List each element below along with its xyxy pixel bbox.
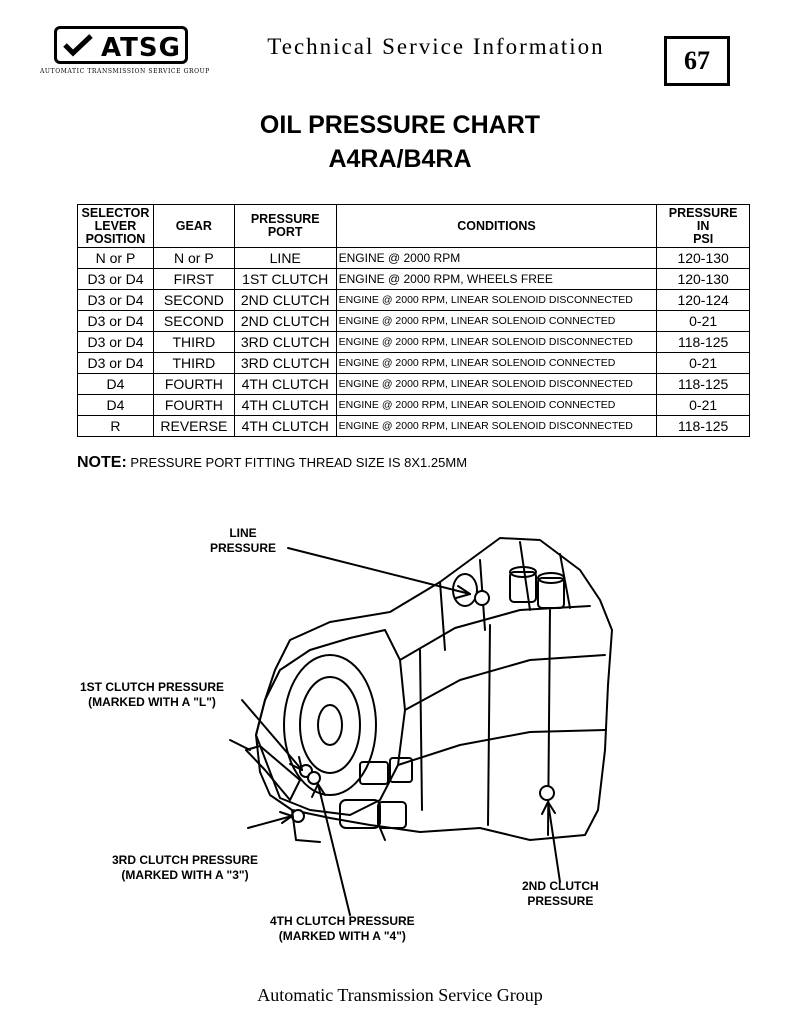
table-header-row: SELECTOR LEVER POSITION GEAR PRESSURE PO…: [77, 204, 750, 248]
cell-conditions: ENGINE @ 2000 RPM, LINEAR SOLENOID CONNE…: [335, 394, 658, 416]
cell-port: 3RD CLUTCH: [233, 331, 337, 353]
cell-psi: 120-130: [656, 247, 750, 269]
cell-psi: 118-125: [656, 373, 750, 395]
callout-line-pressure: LINE PRESSURE: [210, 526, 277, 555]
cell-psi: 118-125: [656, 331, 750, 353]
cell-selector: D3 or D4: [77, 289, 154, 311]
callout-2nd-clutch: 2ND CLUTCH PRESSURE: [522, 879, 599, 908]
logo-tagline: AUTOMATIC TRANSMISSION SERVICE GROUP: [40, 68, 210, 75]
cell-selector: D3 or D4: [77, 331, 154, 353]
cell-port: 4TH CLUTCH: [233, 394, 337, 416]
cell-port: 2ND CLUTCH: [233, 310, 337, 332]
cell-gear: FOURTH: [152, 373, 235, 395]
note-text: PRESSURE PORT FITTING THREAD SIZE IS 8X1…: [126, 455, 468, 470]
note: NOTE: PRESSURE PORT FITTING THREAD SIZE …: [77, 454, 467, 472]
title-line-2: A4RA/B4RA: [328, 145, 472, 173]
cell-gear: THIRD: [152, 352, 235, 374]
cell-port: 3RD CLUTCH: [233, 352, 337, 374]
cell-gear: N or P: [152, 247, 235, 269]
cell-port: 4TH CLUTCH: [233, 373, 337, 395]
cell-gear: SECOND: [152, 310, 235, 332]
table-row: R REVERSE 4TH CLUTCH ENGINE @ 2000 RPM, …: [77, 415, 750, 437]
callout-1st-clutch: 1ST CLUTCH PRESSURE (MARKED WITH A "L"): [80, 680, 225, 709]
cell-conditions: ENGINE @ 2000 RPM, LINEAR SOLENOID CONNE…: [335, 310, 658, 332]
checkmark-icon: [63, 34, 93, 57]
cell-psi: 0-21: [656, 310, 750, 332]
cell-gear: REVERSE: [152, 415, 235, 437]
cell-conditions: ENGINE @ 2000 RPM, LINEAR SOLENOID CONNE…: [335, 352, 658, 374]
transmission-illustration: LINE PRESSURE 1ST CLUTCH PRESSURE (MARKE…: [60, 510, 750, 950]
header-conditions: CONDITIONS: [335, 204, 658, 248]
cell-gear: FOURTH: [152, 394, 235, 416]
header-selector: SELECTOR LEVER POSITION: [77, 204, 154, 248]
cell-conditions: ENGINE @ 2000 RPM, LINEAR SOLENOID DISCO…: [335, 415, 658, 437]
cell-conditions: ENGINE @ 2000 RPM, LINEAR SOLENOID DISCO…: [335, 373, 658, 395]
callout-4th-clutch: 4TH CLUTCH PRESSURE (MARKED WITH A "4"): [270, 914, 415, 943]
atsg-logo: ATSG AUTOMATIC TRANSMISSION SERVICE GROU…: [40, 22, 210, 86]
cell-conditions: ENGINE @ 2000 RPM, WHEELS FREE: [335, 268, 658, 290]
cell-selector: D4: [77, 373, 154, 395]
table-row: D3 or D4 FIRST 1ST CLUTCH ENGINE @ 2000 …: [77, 268, 750, 290]
cell-conditions: ENGINE @ 2000 RPM: [335, 247, 658, 269]
note-label: NOTE:: [77, 454, 127, 471]
cell-gear: SECOND: [152, 289, 235, 311]
callout-3rd-clutch: 3RD CLUTCH PRESSURE (MARKED WITH A "3"): [112, 853, 259, 882]
table-row: D4 FOURTH 4TH CLUTCH ENGINE @ 2000 RPM, …: [77, 394, 750, 416]
cell-gear: FIRST: [152, 268, 235, 290]
table-row: N or P N or P LINE ENGINE @ 2000 RPM 120…: [77, 247, 750, 269]
header-psi: PRESSURE IN PSI: [656, 204, 750, 248]
header-title: Technical Service Information: [267, 34, 605, 59]
cell-port: 4TH CLUTCH: [233, 415, 337, 437]
cell-port: LINE: [233, 247, 337, 269]
table-row: D3 or D4 THIRD 3RD CLUTCH ENGINE @ 2000 …: [77, 331, 750, 353]
logo-frame: ATSG: [54, 26, 188, 64]
cell-psi: 118-125: [656, 415, 750, 437]
cell-selector: D3 or D4: [77, 268, 154, 290]
cell-selector: N or P: [77, 247, 154, 269]
cell-port: 2ND CLUTCH: [233, 289, 337, 311]
footer: Automatic Transmission Service Group: [257, 985, 543, 1005]
cell-conditions: ENGINE @ 2000 RPM, LINEAR SOLENOID DISCO…: [335, 331, 658, 353]
cell-selector: D4: [77, 394, 154, 416]
oil-pressure-table: SELECTOR LEVER POSITION GEAR PRESSURE PO…: [77, 204, 750, 437]
title-line-1: OIL PRESSURE CHART: [259, 111, 541, 139]
table-row: D3 or D4 SECOND 2ND CLUTCH ENGINE @ 2000…: [77, 289, 750, 311]
table-row: D3 or D4 THIRD 3RD CLUTCH ENGINE @ 2000 …: [77, 352, 750, 374]
page-number: 67: [664, 36, 730, 86]
cell-conditions: ENGINE @ 2000 RPM, LINEAR SOLENOID DISCO…: [335, 289, 658, 311]
table-row: D3 or D4 SECOND 2ND CLUTCH ENGINE @ 2000…: [77, 310, 750, 332]
logo-text: ATSG: [101, 33, 181, 63]
header-port: PRESSURE PORT: [233, 204, 337, 248]
table-row: D4 FOURTH 4TH CLUTCH ENGINE @ 2000 RPM, …: [77, 373, 750, 395]
cell-psi: 0-21: [656, 352, 750, 374]
cell-gear: THIRD: [152, 331, 235, 353]
cell-psi: 0-21: [656, 394, 750, 416]
cell-psi: 120-124: [656, 289, 750, 311]
header-gear: GEAR: [152, 204, 235, 248]
document-title: OIL PRESSURE CHART A4RA/B4RA: [150, 108, 650, 176]
cell-port: 1ST CLUTCH: [233, 268, 337, 290]
cell-selector: D3 or D4: [77, 352, 154, 374]
cell-selector: R: [77, 415, 154, 437]
cell-selector: D3 or D4: [77, 310, 154, 332]
transmission-drawing: [229, 537, 613, 916]
cell-psi: 120-130: [656, 268, 750, 290]
